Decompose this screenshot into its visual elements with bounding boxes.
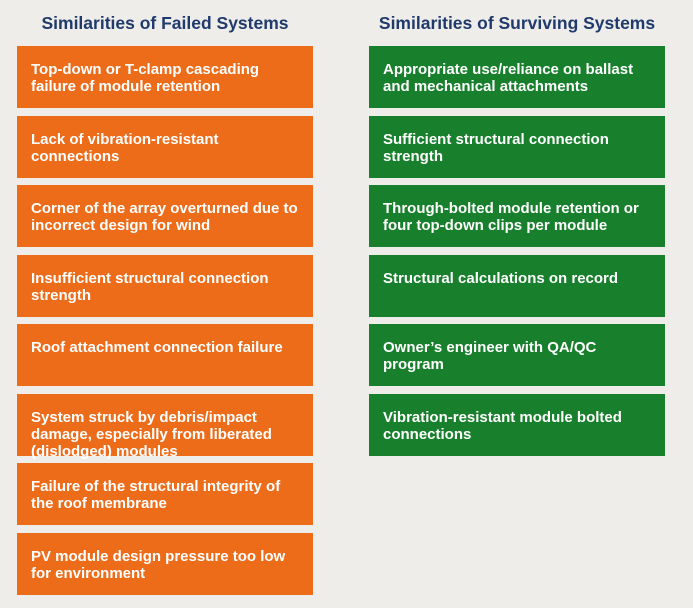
surviving-systems-column: Similarities of Surviving Systems Approp… <box>369 0 665 463</box>
failed-systems-heading: Similarities of Failed Systems <box>41 13 289 33</box>
surviving-systems-heading: Similarities of Surviving Systems <box>378 13 656 33</box>
failed-item: Corner of the array overturned due to in… <box>17 185 313 247</box>
failed-item: Top-down or T-clamp cascading failure of… <box>17 46 313 108</box>
failed-item: PV module design pressure too low for en… <box>17 532 313 595</box>
surviving-item: Appropriate use/reliance on ballast and … <box>369 46 665 108</box>
failed-item: Lack of vibration-resistant connections <box>17 115 313 178</box>
surviving-item: Vibration-resistant module bolted connec… <box>369 393 665 456</box>
failed-systems-column: Similarities of Failed Systems Top-down … <box>17 0 313 602</box>
surviving-item: Owner’s engineer with QA/QC program <box>369 324 665 386</box>
failed-item: Roof attachment connection failure <box>17 324 313 386</box>
surviving-item: Through-bolted module retention or four … <box>369 185 665 247</box>
failed-item: Insufficient structural connection stren… <box>17 254 313 317</box>
failed-item: Failure of the structural integrity of t… <box>17 463 313 525</box>
surviving-item: Structural calculations on record <box>369 254 665 317</box>
failed-item: System struck by debris/impact damage, e… <box>17 393 313 460</box>
surviving-item: Sufficient structural connection strengt… <box>369 115 665 178</box>
